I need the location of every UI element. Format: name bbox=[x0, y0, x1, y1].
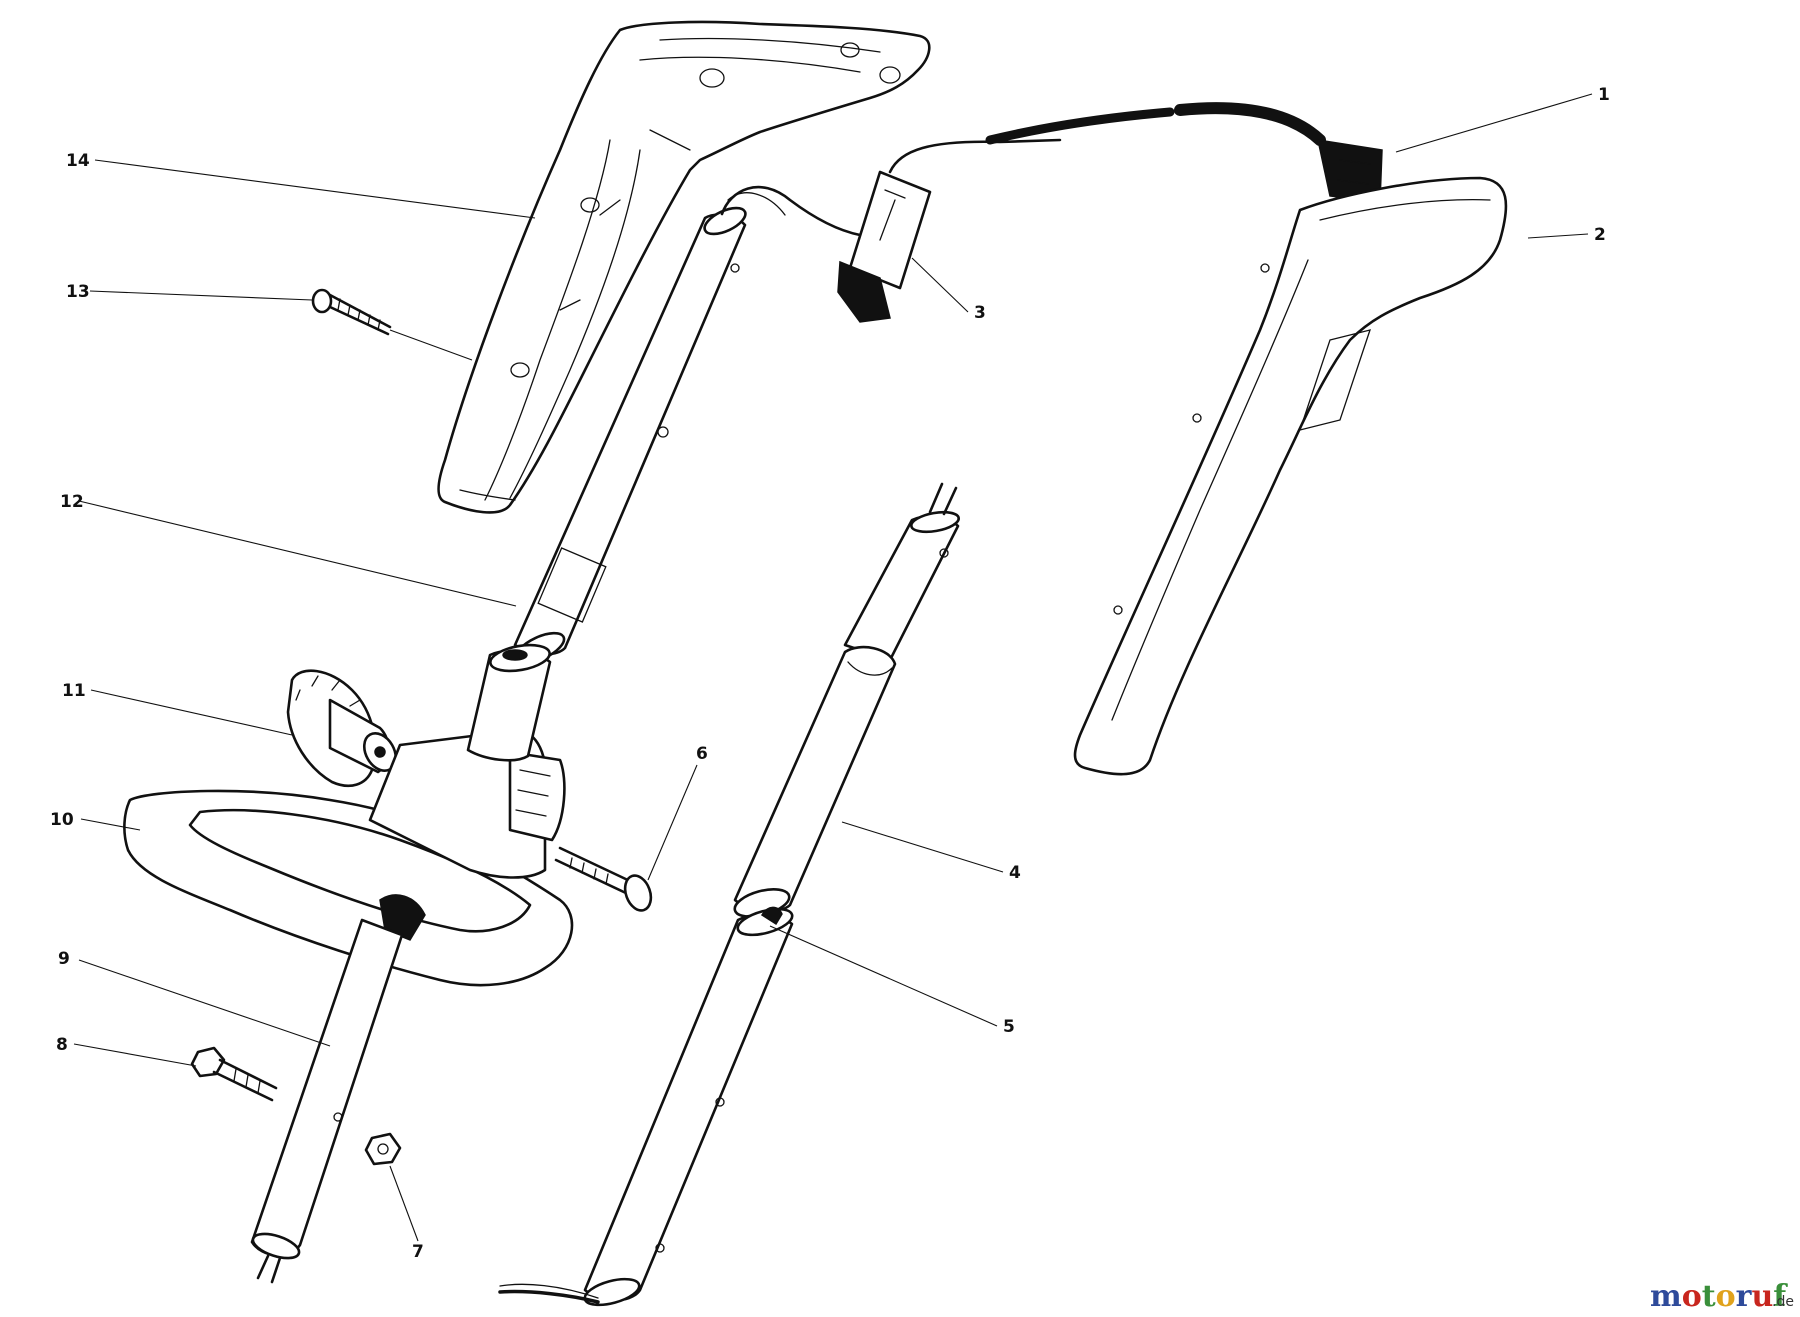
shaft-tube bbox=[250, 918, 404, 1284]
watermark-letter: m bbox=[1650, 1279, 1682, 1314]
loop-handle bbox=[123, 728, 574, 987]
watermark-letter: t bbox=[1702, 1279, 1716, 1314]
cable-with-plug bbox=[985, 102, 1383, 203]
screw bbox=[311, 288, 392, 336]
knob bbox=[286, 669, 398, 787]
watermark-text: motoruf bbox=[1650, 1279, 1788, 1314]
callout-3: 3 bbox=[974, 303, 986, 323]
watermark-logo: motoruf .de bbox=[1650, 1279, 1794, 1314]
carriage-bolt bbox=[554, 846, 653, 912]
watermark-letter: r bbox=[1736, 1279, 1753, 1314]
callout-10: 10 bbox=[50, 810, 74, 830]
callout-13: 13 bbox=[66, 282, 90, 302]
watermark-letter: o bbox=[1682, 1279, 1702, 1314]
watermark-letter: u bbox=[1751, 1279, 1773, 1314]
lower-tube bbox=[498, 906, 794, 1307]
watermark-suffix: .de bbox=[1772, 1294, 1794, 1310]
callout-2: 2 bbox=[1594, 225, 1606, 245]
callout-11: 11 bbox=[62, 681, 86, 701]
handle-half-left bbox=[437, 20, 931, 514]
callout-6: 6 bbox=[696, 744, 708, 764]
switch bbox=[837, 138, 1062, 323]
handle-half-right bbox=[1073, 176, 1508, 776]
callout-4: 4 bbox=[1009, 863, 1021, 883]
callout-7: 7 bbox=[412, 1242, 424, 1262]
callout-5: 5 bbox=[1003, 1017, 1015, 1037]
upper-tube bbox=[733, 482, 960, 918]
callout-12: 12 bbox=[60, 492, 84, 512]
callout-1: 1 bbox=[1598, 85, 1610, 105]
callout-8: 8 bbox=[56, 1035, 68, 1055]
hex-bolt bbox=[190, 1046, 278, 1102]
loop-handle-socket bbox=[466, 643, 552, 762]
watermark-letter: f bbox=[1773, 1279, 1788, 1314]
callout-labels: 1 2 3 4 5 6 7 8 9 10 11 12 13 14 bbox=[50, 85, 1610, 1262]
nut bbox=[364, 1132, 402, 1166]
watermark-letter: o bbox=[1716, 1279, 1736, 1314]
callout-14: 14 bbox=[66, 151, 90, 171]
leader-lines bbox=[73, 93, 1593, 1242]
callout-9: 9 bbox=[58, 949, 70, 969]
